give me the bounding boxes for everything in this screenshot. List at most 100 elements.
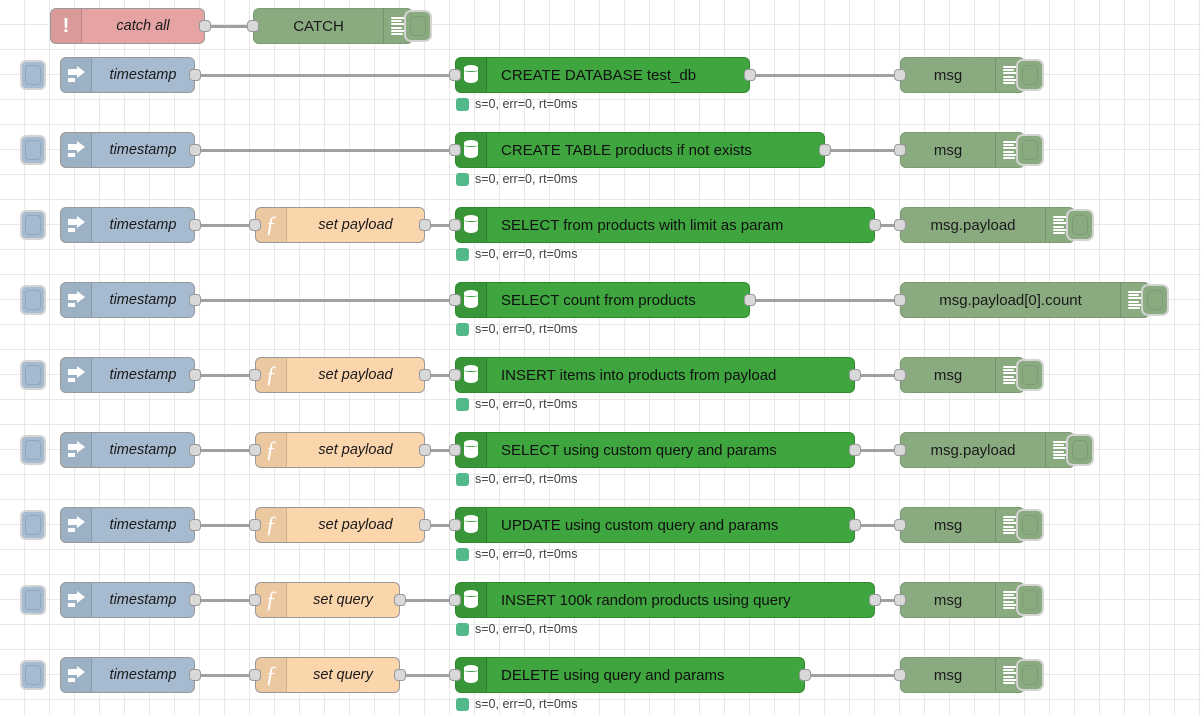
function-output-port[interactable] xyxy=(394,669,406,681)
function-output-port[interactable] xyxy=(419,444,431,456)
debug-node[interactable]: msg.payload[0].count xyxy=(900,282,1150,318)
inject-node[interactable]: timestamp xyxy=(60,357,195,393)
inject-trigger-button[interactable] xyxy=(20,135,46,165)
debug-input-port[interactable] xyxy=(894,219,906,231)
sql-node[interactable]: DELETE using query and params xyxy=(455,657,805,693)
debug-node[interactable]: CATCH xyxy=(253,8,413,44)
sql-input-port[interactable] xyxy=(449,294,461,306)
inject-node[interactable]: timestamp xyxy=(60,282,195,318)
sql-input-port[interactable] xyxy=(449,519,461,531)
debug-node[interactable]: msg xyxy=(900,132,1025,168)
debug-input-port[interactable] xyxy=(247,20,259,32)
sql-node[interactable]: INSERT items into products from payload xyxy=(455,357,855,393)
inject-output-port[interactable] xyxy=(189,144,201,156)
inject-node[interactable]: timestamp xyxy=(60,507,195,543)
debug-input-port[interactable] xyxy=(894,669,906,681)
inject-node[interactable]: timestamp xyxy=(60,132,195,168)
debug-input-port[interactable] xyxy=(894,69,906,81)
inject-node[interactable]: timestamp xyxy=(60,57,195,93)
function-input-port[interactable] xyxy=(249,519,261,531)
sql-input-port[interactable] xyxy=(449,144,461,156)
debug-node[interactable]: msg xyxy=(900,57,1025,93)
inject-output-port[interactable] xyxy=(189,669,201,681)
function-output-port[interactable] xyxy=(419,519,431,531)
function-output-port[interactable] xyxy=(394,594,406,606)
function-input-port[interactable] xyxy=(249,444,261,456)
debug-node[interactable]: msg xyxy=(900,657,1025,693)
sql-output-port[interactable] xyxy=(819,144,831,156)
inject-trigger-button[interactable] xyxy=(20,660,46,690)
sql-input-port[interactable] xyxy=(449,369,461,381)
function-input-port[interactable] xyxy=(249,669,261,681)
debug-node[interactable]: msg xyxy=(900,582,1025,618)
inject-trigger-button[interactable] xyxy=(20,60,46,90)
sql-output-port[interactable] xyxy=(744,69,756,81)
inject-node[interactable]: timestamp xyxy=(60,432,195,468)
sql-output-port[interactable] xyxy=(849,369,861,381)
sql-input-port[interactable] xyxy=(449,219,461,231)
function-input-port[interactable] xyxy=(249,594,261,606)
catch-output-port[interactable] xyxy=(199,20,211,32)
debug-input-port[interactable] xyxy=(894,519,906,531)
debug-node[interactable]: msg xyxy=(900,507,1025,543)
debug-enable-toggle[interactable] xyxy=(1016,584,1044,616)
inject-trigger-button[interactable] xyxy=(20,285,46,315)
sql-input-port[interactable] xyxy=(449,669,461,681)
debug-enable-toggle[interactable] xyxy=(1016,659,1044,691)
debug-input-port[interactable] xyxy=(894,294,906,306)
sql-node[interactable]: CREATE DATABASE test_db xyxy=(455,57,750,93)
sql-output-port[interactable] xyxy=(849,444,861,456)
inject-node[interactable]: timestamp xyxy=(60,207,195,243)
debug-input-port[interactable] xyxy=(894,594,906,606)
debug-enable-toggle[interactable] xyxy=(404,10,432,42)
sql-node[interactable]: SELECT from products with limit as param xyxy=(455,207,875,243)
inject-trigger-button[interactable] xyxy=(20,435,46,465)
debug-enable-toggle[interactable] xyxy=(1016,509,1044,541)
debug-enable-toggle[interactable] xyxy=(1066,434,1094,466)
function-input-port[interactable] xyxy=(249,369,261,381)
debug-enable-toggle[interactable] xyxy=(1066,209,1094,241)
inject-output-port[interactable] xyxy=(189,519,201,531)
sql-node[interactable]: UPDATE using custom query and params xyxy=(455,507,855,543)
inject-output-port[interactable] xyxy=(189,294,201,306)
debug-input-port[interactable] xyxy=(894,369,906,381)
inject-trigger-button[interactable] xyxy=(20,360,46,390)
function-input-port[interactable] xyxy=(249,219,261,231)
sql-input-port[interactable] xyxy=(449,594,461,606)
inject-output-port[interactable] xyxy=(189,369,201,381)
inject-trigger-button[interactable] xyxy=(20,210,46,240)
sql-node[interactable]: SELECT using custom query and params xyxy=(455,432,855,468)
sql-output-port[interactable] xyxy=(869,594,881,606)
function-output-port[interactable] xyxy=(419,219,431,231)
inject-node[interactable]: timestamp xyxy=(60,657,195,693)
sql-output-port[interactable] xyxy=(869,219,881,231)
sql-node[interactable]: SELECT count from products xyxy=(455,282,750,318)
catch-node[interactable]: !catch all xyxy=(50,8,205,44)
debug-node[interactable]: msg xyxy=(900,357,1025,393)
debug-enable-toggle[interactable] xyxy=(1016,134,1044,166)
inject-output-port[interactable] xyxy=(189,444,201,456)
debug-node[interactable]: msg.payload xyxy=(900,207,1075,243)
inject-trigger-button[interactable] xyxy=(20,510,46,540)
sql-input-port[interactable] xyxy=(449,69,461,81)
debug-enable-toggle[interactable] xyxy=(1016,59,1044,91)
inject-output-port[interactable] xyxy=(189,594,201,606)
inject-output-port[interactable] xyxy=(189,219,201,231)
sql-input-port[interactable] xyxy=(449,444,461,456)
inject-output-port[interactable] xyxy=(189,69,201,81)
sql-output-port[interactable] xyxy=(849,519,861,531)
sql-output-port[interactable] xyxy=(744,294,756,306)
debug-node[interactable]: msg.payload xyxy=(900,432,1075,468)
inject-node[interactable]: timestamp xyxy=(60,582,195,618)
debug-input-port[interactable] xyxy=(894,144,906,156)
sql-output-port[interactable] xyxy=(799,669,811,681)
inject-trigger-button[interactable] xyxy=(20,585,46,615)
debug-enable-toggle[interactable] xyxy=(1141,284,1169,316)
